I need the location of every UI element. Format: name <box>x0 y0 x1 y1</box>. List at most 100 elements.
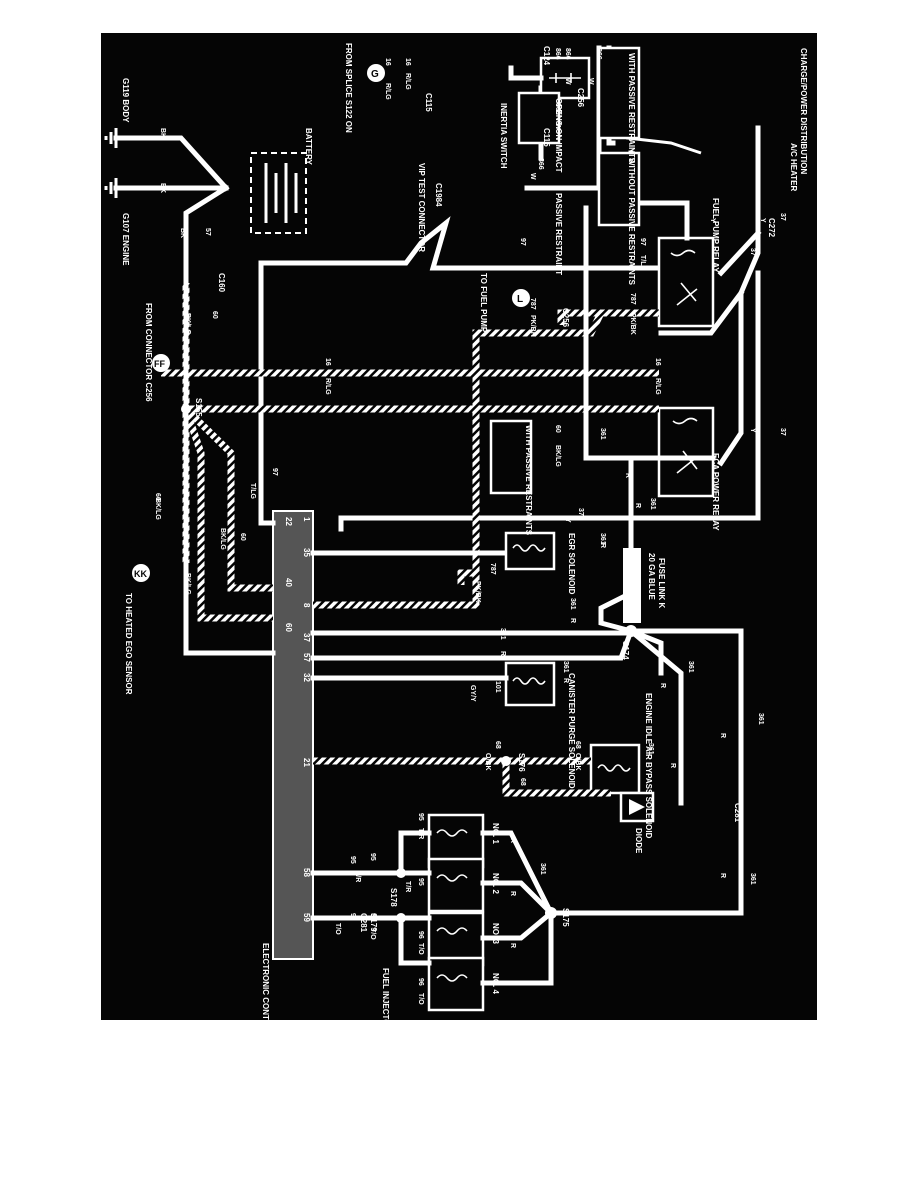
label-circle-ff: FF <box>154 359 165 369</box>
label-c160: C160 <box>217 273 226 293</box>
label-opens: OPENS ON IMPACT <box>554 98 563 173</box>
label-circle-g: G <box>371 69 379 80</box>
wire-label-tr: T/R <box>354 871 361 882</box>
wire-label-tlg: T/LG <box>249 483 256 499</box>
eca-power-relay <box>657 406 715 498</box>
wire-label-r: R <box>569 618 576 623</box>
label-g107: G107 ENGINE <box>121 213 130 266</box>
wire-label-r: R <box>509 891 516 896</box>
wire-label-361: 361 <box>599 428 606 440</box>
wire-label-16: 16 <box>324 358 331 366</box>
eca-pin: 8 <box>302 603 311 608</box>
label-fuse-gauge: 20 GA BLUE <box>647 553 656 600</box>
wire-label-to: T/O <box>334 923 341 935</box>
label-with-passive-2: WITH PASSIVE RESTRAINTS <box>524 425 533 536</box>
label-diode: DIODE <box>634 828 643 854</box>
label-no1: NO. 1 <box>491 823 500 844</box>
wire-label-68: 68 <box>574 741 581 749</box>
label-canister: CANISTER PURGE SOLENOID <box>567 673 576 789</box>
wire-label-16: 16 <box>654 358 661 366</box>
wire-label-r: R <box>599 543 606 548</box>
label-c1984: C1984 <box>434 183 443 207</box>
wire-label-tr: T/R <box>417 828 424 839</box>
label-no4: NO. 4 <box>491 973 500 994</box>
wire-label-96: 96 <box>417 931 424 939</box>
label-charge-power: CHARGE/POWER DISTRIBUTION <box>799 48 808 174</box>
injectors <box>427 813 485 1012</box>
wire-label-60: 60 <box>154 493 161 501</box>
wire-label-361: 361 <box>647 743 654 755</box>
label-c256: C256 <box>576 88 585 108</box>
wire-label-y: Y <box>709 218 716 223</box>
wire-inertia-16 <box>508 65 544 81</box>
label-c256b: C256 <box>561 308 570 328</box>
wire-label-w: W <box>564 78 571 85</box>
wire-label-95: 95 <box>417 878 424 886</box>
label-without-passive: WITHOUT PASSIVE RESTRAINTS <box>627 158 636 286</box>
wire-label-tr: T/R <box>404 881 411 892</box>
label-c281: C281 <box>733 803 742 823</box>
eca-pin: 32 <box>302 673 311 682</box>
wire-label-37: 37 <box>779 428 786 436</box>
wire-label-w: W <box>529 173 536 180</box>
wire-label-y: Y <box>759 218 766 223</box>
without-passive-box <box>597 151 641 227</box>
label-s176: S176 <box>517 753 526 772</box>
wire-label-r: R <box>669 763 676 768</box>
wire-label-bk: BK <box>159 183 166 193</box>
wire-label-361: 361 <box>757 713 764 725</box>
wire-label-97: 97 <box>639 238 646 246</box>
label-eca-power-relay: ECA POWER RELAY <box>711 453 720 531</box>
splice-dots <box>181 404 637 923</box>
label-no2: NO. 2 <box>491 873 500 894</box>
wire-label-r: R <box>719 873 726 878</box>
wire-label-361: 361 <box>569 598 576 610</box>
wire-label-y: Y <box>564 518 571 523</box>
fuel-pump-relay <box>657 236 715 328</box>
wire-label-16: 16 <box>404 58 411 66</box>
wire-label-rlg: R/LG <box>654 378 661 395</box>
wire-label-68: 68 <box>519 778 526 786</box>
with-passive-box-2 <box>489 419 533 495</box>
wire-97 <box>258 216 659 526</box>
label-c115: C115 <box>542 128 551 147</box>
label-vip: VIP TEST CONNECTOR <box>417 163 426 252</box>
wire-label-57: 57 <box>204 228 211 236</box>
label-circle-l: L <box>517 294 523 305</box>
wire-label-bk: BK <box>159 128 166 138</box>
wire-label-rlg: R/LG <box>384 83 391 100</box>
eca-pin: 57 <box>302 653 311 662</box>
label-ac-heater: A/C HEATER <box>789 143 798 192</box>
wiring-diagram: CHARGE/POWER DISTRIBUTION A/C HEATER WIT… <box>104 43 808 1020</box>
wire-label-96: 96 <box>417 978 424 986</box>
egr-solenoid <box>504 531 556 571</box>
wire-label-361: 361 <box>599 533 606 545</box>
label-from-splice: FROM SPLICE S122 ON <box>344 43 353 133</box>
wire-label-obk: O/BK <box>484 753 491 771</box>
wire-label-gyy: GY/Y <box>469 685 476 702</box>
wire-label-rlg: R/LG <box>404 73 411 90</box>
wire-label-rlg: R/LG <box>324 378 331 395</box>
wire-label-97: 97 <box>519 238 526 246</box>
label-fuse-link: FUSE LINK K <box>657 558 666 608</box>
wire-label-bk: BK <box>179 228 186 238</box>
eca-pin: 58 <box>302 868 311 877</box>
wire-label-60: 60 <box>239 533 246 541</box>
label-s175: S175 <box>561 908 570 927</box>
wire-label-361: 361 <box>539 863 546 875</box>
wire-label-96: 96 <box>349 913 356 921</box>
wire-label-r: R <box>719 733 726 738</box>
wire-label-60: 60 <box>211 311 218 319</box>
wire-label-361: 361 <box>649 498 656 510</box>
diode <box>619 791 655 823</box>
with-passive-box <box>597 46 641 140</box>
idle-air-bypass-solenoid <box>589 743 641 795</box>
wire-label-tlg: T/LG <box>639 255 646 271</box>
wire-label-866: 866 <box>595 48 602 60</box>
eca-pin: 22 <box>284 517 293 526</box>
wire-label-r: R <box>634 503 641 508</box>
wire-label-95: 95 <box>369 853 376 861</box>
wire-code-labels: 866 866 866 866 866 W W W W 16 16 16 16 … <box>154 48 786 1005</box>
wire-label-37: 37 <box>749 248 756 256</box>
wire-label-97: 97 <box>271 468 278 476</box>
